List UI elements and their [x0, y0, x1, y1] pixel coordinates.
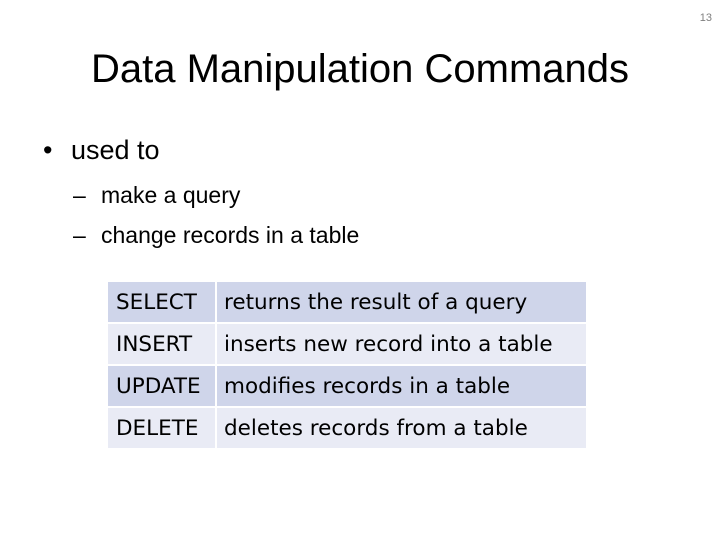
description-cell: modifies records in a table [215, 365, 586, 408]
bullet-text: used to [71, 135, 160, 165]
bullet-item: • used to –make a query –change records i… [43, 131, 359, 255]
bullet-marker: • [43, 135, 53, 165]
command-cell: UPDATE [108, 365, 216, 408]
command-cell: INSERT [108, 323, 216, 366]
bullet-list: • used to –make a query –change records i… [43, 131, 359, 255]
sub-bullet-text: change records in a table [101, 222, 360, 248]
dash-marker: – [73, 182, 86, 208]
commands-table: SELECT returns the result of a query INS… [108, 282, 586, 450]
command-cell: SELECT [108, 282, 216, 324]
dash-marker: – [73, 222, 86, 248]
sub-bullet-item: –change records in a table [73, 215, 359, 255]
slide-number: 13 [699, 12, 712, 24]
sub-bullet-list: –make a query –change records in a table [73, 175, 359, 255]
table-row: INSERT inserts new record into a table [108, 323, 586, 366]
table-row: UPDATE modifies records in a table [108, 365, 586, 408]
table-row: SELECT returns the result of a query [108, 282, 586, 324]
table-row: DELETE deletes records from a table [108, 407, 586, 450]
command-cell: DELETE [108, 407, 216, 450]
sub-bullet-item: –make a query [73, 175, 359, 215]
slide-title: Data Manipulation Commands [90, 47, 630, 91]
description-cell: returns the result of a query [215, 282, 586, 324]
description-cell: deletes records from a table [215, 407, 586, 450]
description-cell: inserts new record into a table [215, 323, 586, 366]
sub-bullet-text: make a query [101, 182, 241, 208]
